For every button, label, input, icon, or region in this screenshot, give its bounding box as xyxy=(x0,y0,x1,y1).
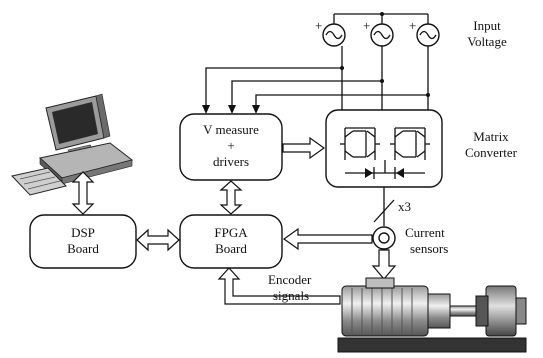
fpga-label-2: Board xyxy=(215,241,247,256)
diode-row xyxy=(345,160,425,179)
input-voltage-label-1: Input xyxy=(473,18,501,33)
converter-output-line xyxy=(373,187,395,226)
phase-lines xyxy=(340,46,430,110)
igbt-switch-1 xyxy=(340,127,380,160)
vmeasure-label-1: V measure xyxy=(203,122,259,137)
current-sensor-icon xyxy=(372,226,396,250)
load-machine-icon xyxy=(475,285,527,337)
drivers-to-converter-arrow xyxy=(282,136,326,160)
vmeasure-label-2: + xyxy=(227,138,234,153)
dsp-label-2: Board xyxy=(67,241,99,256)
vmeasure-label-3: drivers xyxy=(213,154,249,169)
matrix-label-1: Matrix xyxy=(473,129,509,144)
matrix-label-2: Converter xyxy=(465,145,518,160)
source-2-plus-label: + xyxy=(363,18,370,33)
dsp-fpga-arrow xyxy=(136,228,180,252)
x3-label: x3 xyxy=(398,199,411,214)
current-sensor-label-1: Current xyxy=(405,225,445,240)
pc-computer-icon xyxy=(11,93,134,196)
igbt-switch-2 xyxy=(390,127,430,160)
source-common-bus xyxy=(333,12,429,24)
fpga-label-1: FPGA xyxy=(214,225,248,240)
ac-source-1: + xyxy=(315,18,346,47)
encoder-label-1: Encoder xyxy=(268,272,312,287)
dsp-label-1: DSP xyxy=(71,225,95,240)
input-voltage-label-2: Voltage xyxy=(467,34,507,49)
ac-source-2: + xyxy=(363,18,394,47)
fpga-board-block: FPGA Board xyxy=(179,214,283,269)
voltage-sense-lines xyxy=(202,67,428,114)
fpga-drivers-arrow xyxy=(219,180,243,215)
sensor-fpga-arrow xyxy=(282,227,373,251)
current-sensor-label-2: sensors xyxy=(410,241,448,256)
vmeasure-drivers-block: V measure + drivers xyxy=(179,113,283,181)
converter-motor-arrow xyxy=(371,249,397,280)
source-1-plus-label: + xyxy=(315,18,322,33)
encoder-signal-arrow xyxy=(217,267,341,305)
encoder-label-2: signals xyxy=(273,288,309,303)
pc-dsp-arrow xyxy=(71,171,95,215)
matrix-converter-block xyxy=(325,109,443,188)
motor-icon xyxy=(337,277,527,353)
dsp-board-block: DSP Board xyxy=(29,214,137,269)
ac-source-3: + xyxy=(409,18,440,47)
source-3-plus-label: + xyxy=(409,18,416,33)
